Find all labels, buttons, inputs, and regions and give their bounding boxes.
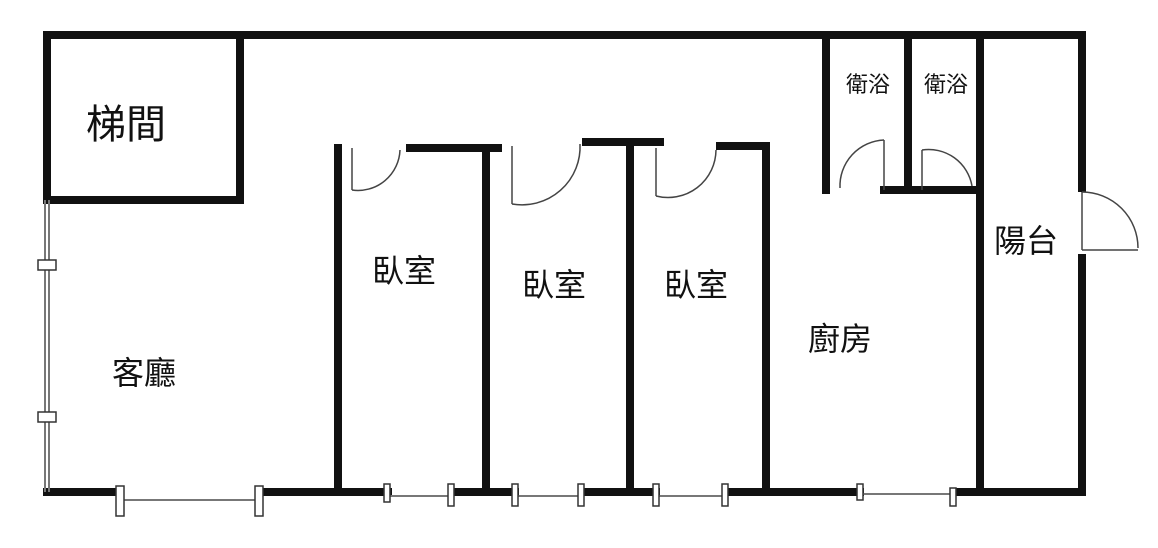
room-label-stairwell: 梯間 [86, 102, 166, 148]
window-frame [254, 485, 264, 517]
door-bathroom-2 [921, 148, 973, 190]
window-frame [577, 483, 585, 507]
door-bedroom-3 [655, 148, 717, 199]
room-label-bathroom-2: 衛浴 [924, 73, 968, 98]
room-label-bedroom-3: 臥室 [664, 266, 728, 304]
window-frames [37, 259, 957, 517]
window-frame [447, 483, 455, 507]
window-frame [383, 483, 391, 503]
room-label-balcony: 陽台 [994, 222, 1058, 260]
room-label-bathroom-1: 衛浴 [846, 73, 890, 98]
door-bedroom-1 [351, 148, 401, 192]
room-label-bedroom-1: 臥室 [372, 252, 436, 290]
window-frame [856, 483, 864, 501]
window-frame [37, 411, 57, 423]
window-frame [511, 483, 519, 507]
window-frame [721, 483, 729, 507]
window-frame [37, 259, 57, 271]
windows [44, 200, 954, 501]
window-frame [115, 485, 125, 517]
window-frame [652, 483, 660, 507]
room-label-bedroom-2: 臥室 [522, 266, 586, 304]
walls [43, 31, 1086, 496]
door-balcony [1081, 191, 1139, 251]
door-bathroom-1 [839, 139, 885, 190]
room-label-living-room: 客廳 [112, 354, 176, 392]
room-label-kitchen: 廚房 [808, 320, 872, 358]
window-frame [949, 487, 957, 507]
door-bedroom-2 [511, 143, 581, 206]
doors [351, 139, 1139, 251]
